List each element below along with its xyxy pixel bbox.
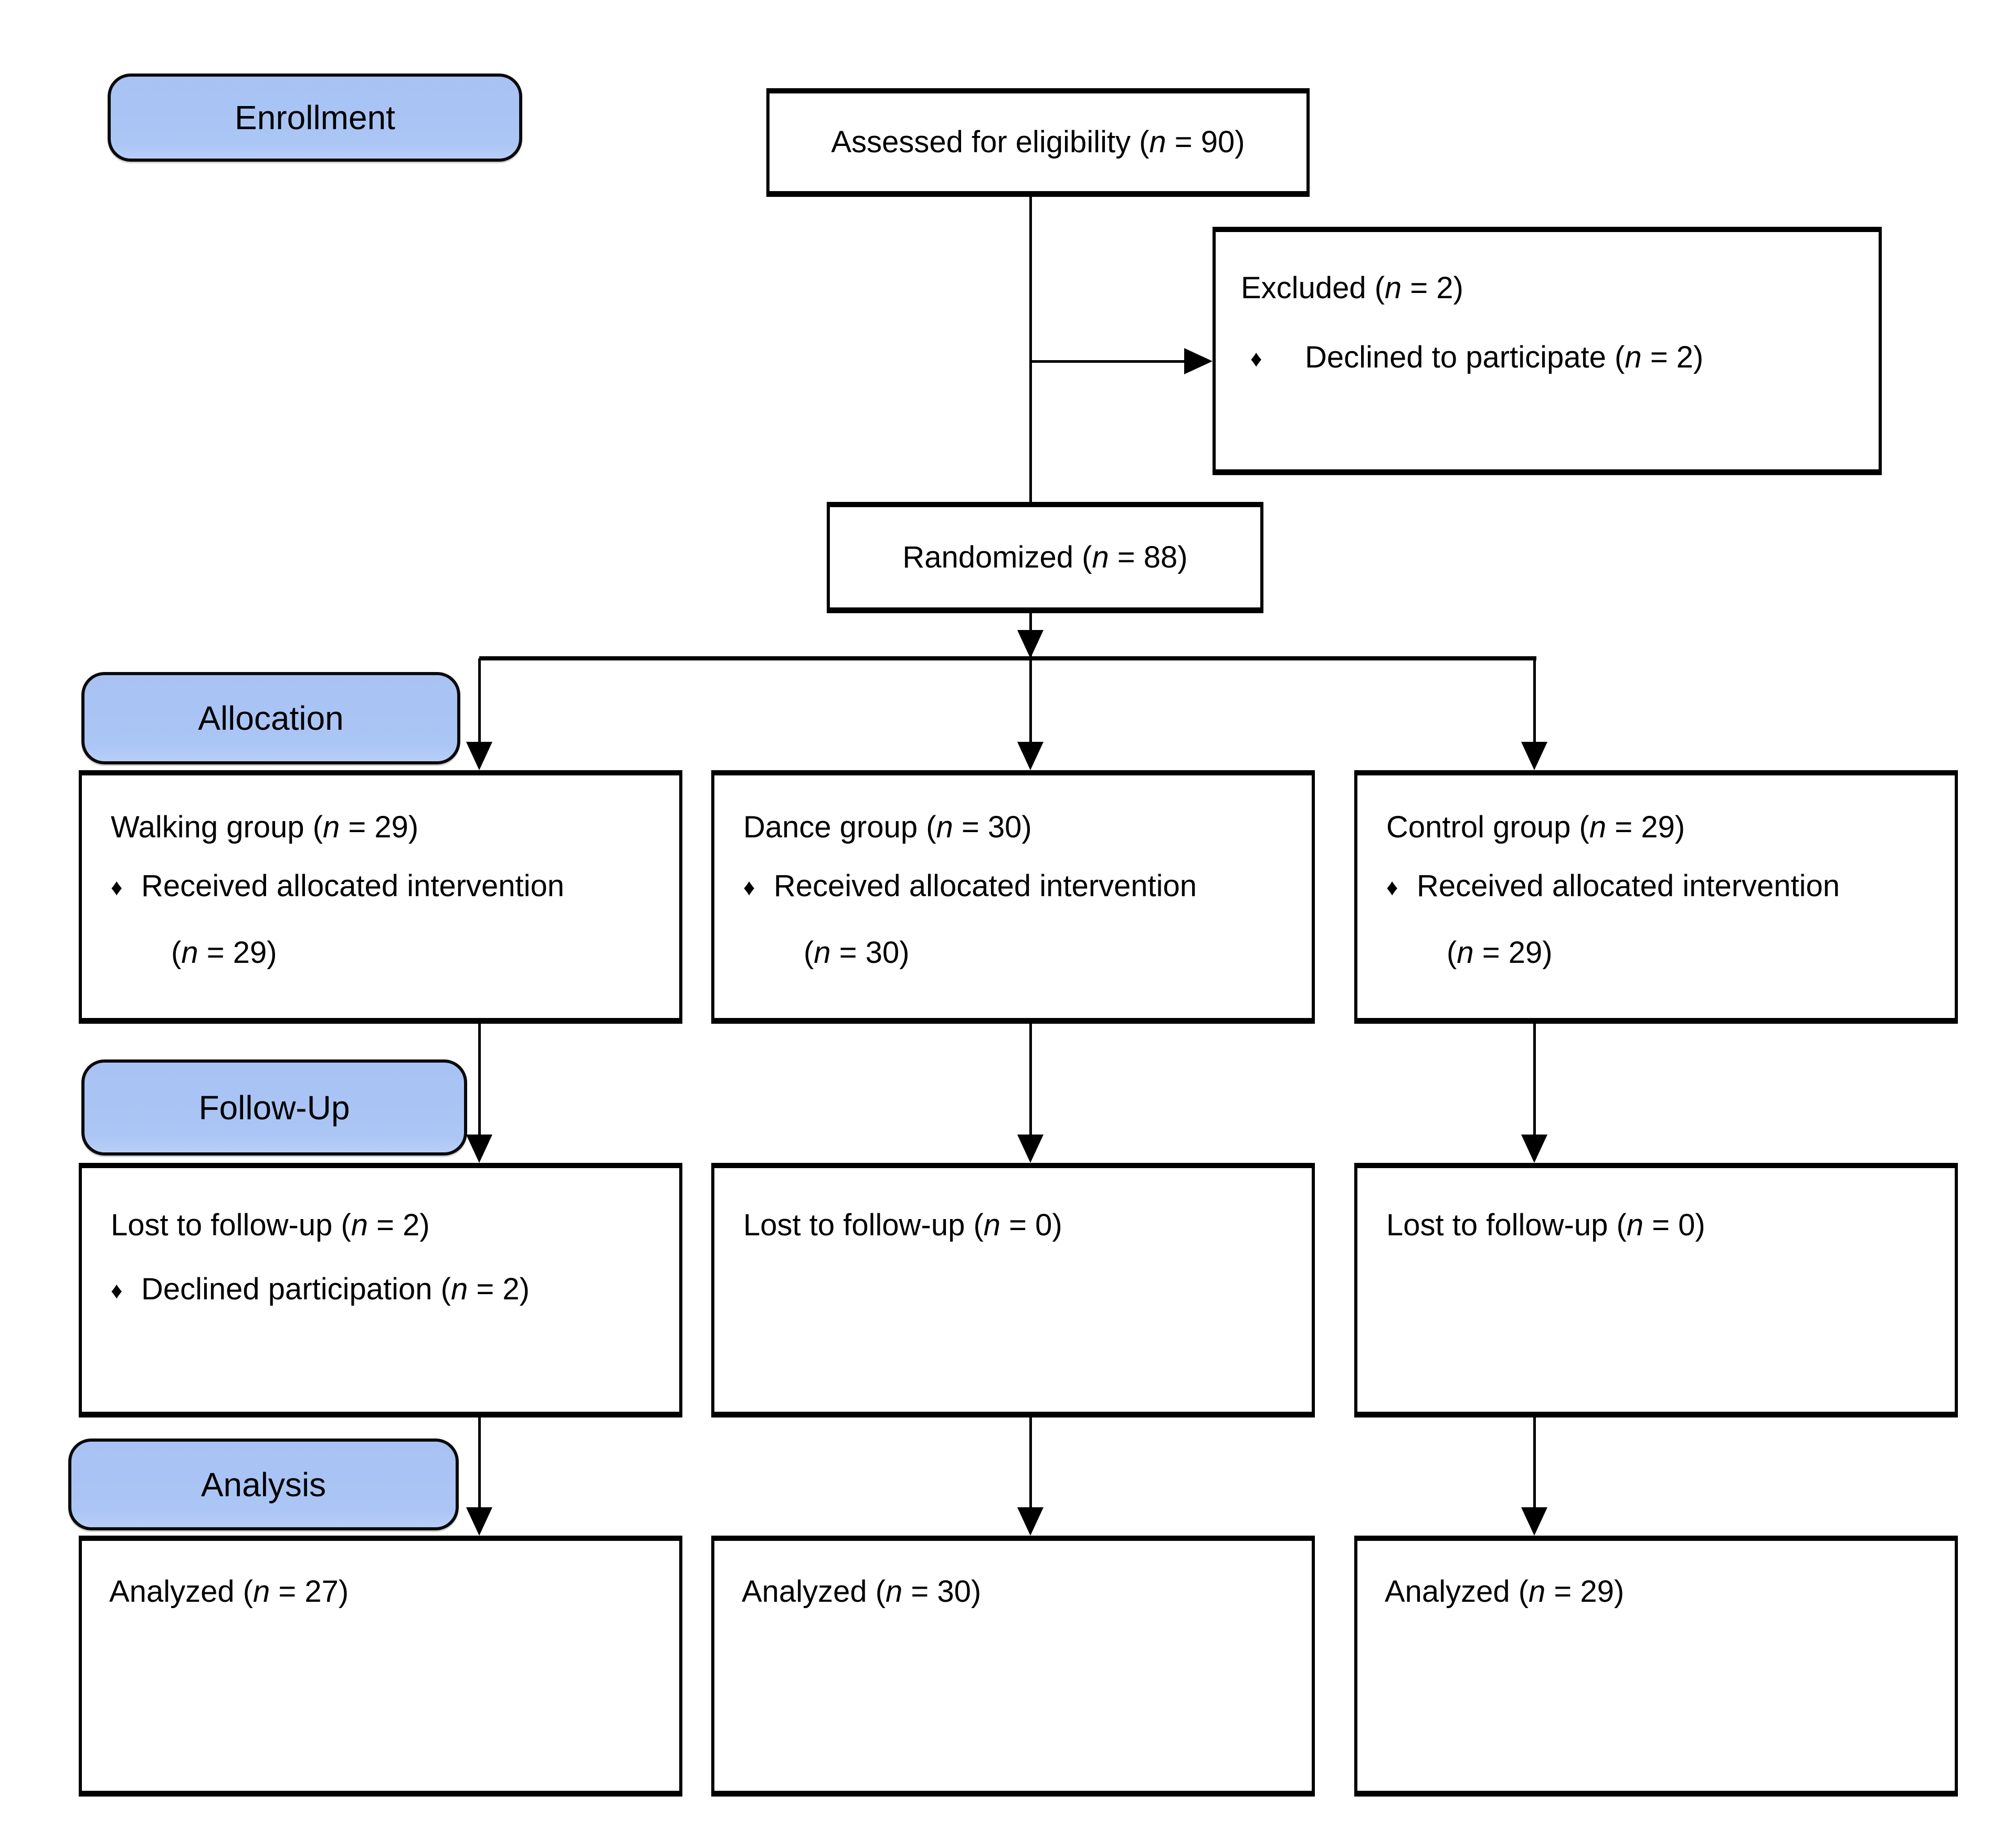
- diamond-bullet-icon: ♦: [743, 875, 755, 900]
- stage-label-allocation-text: Allocation: [198, 699, 344, 737]
- box-analysis-dance: Analyzed (n = 30): [711, 1536, 1315, 1797]
- box-followup-dance: Lost to follow-up (n = 0): [711, 1163, 1315, 1418]
- connector-to-excluded: [1029, 360, 1187, 363]
- allocation-walking-received-n: (n = 29): [171, 936, 277, 970]
- arrow-down-icon: [1521, 1507, 1547, 1536]
- connector-branch-to-dance: [1029, 658, 1032, 743]
- followup-dance-title: Lost to follow-up (n = 0): [743, 1208, 1062, 1242]
- diamond-bullet-icon: ♦: [111, 875, 123, 900]
- branch-line-randomization: [479, 656, 1536, 660]
- allocation-dance-title: Dance group (n = 30): [743, 810, 1032, 844]
- connector-dance-to-followup: [1029, 1023, 1032, 1136]
- connector-branch-to-walking: [478, 658, 481, 743]
- box-followup-control: Lost to follow-up (n = 0): [1354, 1163, 1958, 1418]
- stage-label-followup: Follow-Up: [81, 1059, 467, 1156]
- arrow-down-icon: [1017, 1135, 1044, 1163]
- arrow-down-icon: [466, 1135, 492, 1163]
- allocation-walking-title: Walking group (n = 29): [111, 810, 419, 844]
- followup-walking-title: Lost to follow-up (n = 2): [111, 1208, 430, 1242]
- analysis-dance-title: Analyzed (n = 30): [742, 1574, 982, 1609]
- stage-label-analysis-text: Analysis: [201, 1465, 326, 1504]
- box-allocation-control: Control group (n = 29) ♦ Received allocat…: [1354, 770, 1958, 1024]
- arrow-down-icon: [1017, 1507, 1044, 1536]
- allocation-control-received-text: Received allocated intervention: [1417, 869, 1840, 903]
- allocation-control-received-n: (n = 29): [1447, 936, 1553, 970]
- box-randomized: Randomized (n = 88): [827, 502, 1263, 613]
- stage-label-enrollment-text: Enrollment: [235, 99, 395, 136]
- arrow-down-icon: [1521, 742, 1547, 770]
- followup-walking-reason-line: ♦ Declined participation (n = 2): [111, 1272, 661, 1308]
- arrow-down-icon: [466, 742, 492, 770]
- arrow-down-icon: [466, 1507, 492, 1536]
- connector-assessed-to-randomized: [1029, 197, 1032, 502]
- allocation-walking-received-text: Received allocated intervention: [141, 869, 565, 903]
- excluded-reason-text: Declined to participate (n = 2): [1305, 340, 1704, 374]
- connector-walking-to-followup: [478, 1023, 481, 1136]
- allocation-control-title: Control group (n = 29): [1386, 810, 1685, 844]
- allocation-walking-received-line: ♦ Received allocated intervention: [111, 869, 661, 905]
- allocation-dance-received-text: Received allocated intervention: [774, 869, 1197, 903]
- assessed-eligibility-text: Assessed for eligibility (n = 90): [831, 125, 1245, 159]
- allocation-dance-received-n: (n = 30): [804, 936, 910, 970]
- connector-followup-to-analysis-dance: [1029, 1416, 1032, 1509]
- stage-label-enrollment: Enrollment: [108, 74, 522, 162]
- box-allocation-walking: Walking group (n = 29) ♦ Received allocat…: [79, 770, 682, 1024]
- connector-branch-to-control: [1533, 658, 1536, 743]
- diamond-bullet-icon: ♦: [1250, 346, 1262, 372]
- analysis-control-title: Analyzed (n = 29): [1385, 1574, 1625, 1609]
- excluded-reason-line: ♦ Declined to participate (n = 2): [1241, 340, 1861, 376]
- diamond-bullet-icon: ♦: [1386, 875, 1398, 900]
- box-allocation-dance: Dance group (n = 30) ♦ Received allocated…: [711, 770, 1315, 1024]
- followup-control-title: Lost to follow-up (n = 0): [1386, 1208, 1705, 1242]
- arrow-down-icon: [1017, 630, 1044, 658]
- connector-followup-to-analysis-control: [1533, 1416, 1536, 1509]
- allocation-control-received-line: ♦ Received allocated intervention: [1386, 869, 1937, 905]
- connector-control-to-followup: [1533, 1023, 1536, 1136]
- excluded-title: Excluded (n = 2): [1241, 271, 1463, 305]
- analysis-walking-title: Analyzed (n = 27): [109, 1574, 349, 1609]
- stage-label-followup-text: Follow-Up: [198, 1088, 350, 1127]
- arrow-down-icon: [1017, 742, 1044, 770]
- allocation-dance-received-line: ♦ Received allocated intervention: [743, 869, 1294, 905]
- stage-label-allocation: Allocation: [81, 672, 460, 764]
- diamond-bullet-icon: ♦: [111, 1278, 123, 1304]
- randomized-text: Randomized (n = 88): [902, 540, 1188, 574]
- arrow-right-icon: [1184, 348, 1213, 374]
- box-analysis-control: Analyzed (n = 29): [1354, 1536, 1958, 1797]
- box-assessed-eligibility: Assessed for eligibility (n = 90): [766, 88, 1310, 197]
- arrow-down-icon: [1521, 1135, 1547, 1163]
- box-analysis-walking: Analyzed (n = 27): [79, 1536, 682, 1797]
- box-followup-walking: Lost to follow-up (n = 2) ♦ Declined part…: [79, 1163, 682, 1418]
- connector-followup-to-analysis-walking: [478, 1416, 481, 1509]
- stage-label-analysis: Analysis: [68, 1438, 459, 1530]
- followup-walking-reason-text: Declined participation (n = 2): [141, 1272, 530, 1306]
- box-excluded: Excluded (n = 2) ♦ Declined to participat…: [1213, 227, 1882, 475]
